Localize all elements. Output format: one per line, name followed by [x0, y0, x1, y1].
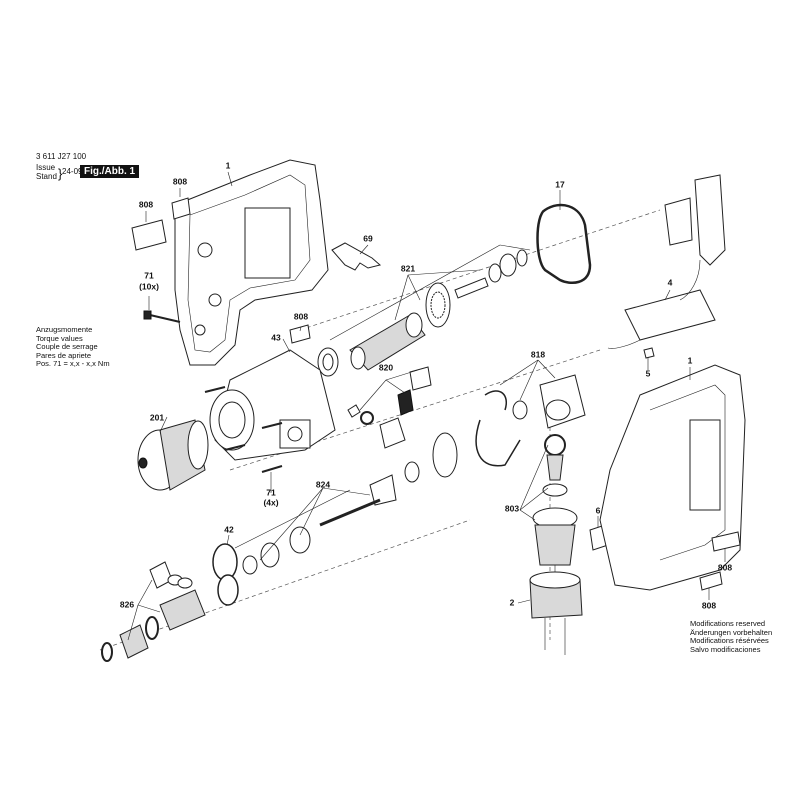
callout-5: 5 [645, 368, 651, 379]
figure-tag: Fig./Abb. 1 [80, 165, 140, 178]
modifications-line: Änderungen vorbehalten [690, 627, 773, 637]
leader-lines [127, 171, 726, 641]
output-shaft-group-824 [234, 432, 458, 575]
gear-housing-43 [209, 349, 336, 461]
torque-line: Couple de serrage [36, 342, 98, 351]
armature-803 [532, 434, 578, 600]
callout-42: 42 [224, 524, 234, 535]
screws-71-bottom [204, 386, 283, 473]
torque-line: Pares de apriete [36, 350, 92, 360]
callout-808: 808 [701, 600, 717, 611]
modifications-note: Modifications reserved Änderungen vorbeh… [690, 619, 773, 654]
callout-818: 818 [530, 349, 546, 360]
stator-2 [529, 571, 583, 655]
callout-71-qty: (10x) [139, 281, 159, 292]
part-number: 3 611 J27 100 [36, 152, 87, 161]
bearing-group-818 [484, 374, 586, 429]
cable-clip-5 [643, 347, 655, 359]
callout-71: 71 [266, 487, 276, 498]
callout-820: 820 [378, 362, 394, 373]
switch-module-4 [607, 174, 726, 349]
callout-69: 69 [363, 233, 373, 244]
callout-71-qty: (4x) [263, 497, 279, 508]
keyless-chuck-201 [137, 419, 209, 491]
spring-arc [475, 419, 521, 467]
name-plate-808-e [699, 571, 723, 591]
screw-71-top [143, 310, 181, 323]
callout-6: 6 [595, 505, 601, 516]
callout-1-right: 1 [687, 355, 693, 366]
gasket-17 [536, 203, 592, 284]
modifications-line: Modifications reserved [690, 619, 766, 628]
callout-17: 17 [555, 179, 565, 190]
callout-808: 808 [293, 311, 309, 322]
selector-group-820 [347, 366, 432, 449]
callout-824: 824 [315, 479, 331, 490]
housing-half-left [174, 159, 329, 366]
housing-assembled-right [599, 364, 746, 591]
callout-826: 826 [119, 599, 135, 610]
callout-2: 2 [509, 597, 515, 608]
callout-821: 821 [400, 263, 416, 274]
gear-shaft-assembly-821 [317, 244, 531, 377]
callout-71: 71 [144, 270, 154, 281]
modifications-line: Modifications résérvées [690, 636, 769, 646]
callout-4: 4 [667, 277, 673, 288]
name-plate-808-b [171, 197, 191, 220]
name-plate-808-d [711, 531, 741, 552]
stand-label: Stand [36, 172, 57, 181]
issue-brace: } [58, 166, 63, 181]
callout-808: 808 [717, 562, 733, 573]
name-plate-808-a [131, 219, 167, 251]
name-plate-808-c [289, 324, 311, 344]
callout-1-housing: 1 [225, 160, 231, 171]
torque-note: Anzugsmomente Torque values Couple de se… [36, 325, 110, 369]
callout-201: 201 [149, 412, 165, 423]
piston-group-826 [101, 561, 206, 662]
callout-808: 808 [138, 199, 154, 210]
assembly-axis-lower [99, 519, 471, 651]
issue-date: 24-09-11 [62, 167, 94, 176]
callout-808: 808 [172, 176, 188, 187]
callout-803: 803 [504, 503, 520, 514]
clip-69 [331, 242, 382, 271]
callout-43: 43 [271, 332, 281, 343]
torque-line: Torque values [36, 333, 83, 343]
torque-line: Anzugsmomente [36, 325, 93, 334]
modifications-line: Salvo modificaciones [690, 644, 761, 654]
ring-group-42 [212, 543, 239, 606]
torque-line: Pos. 71 = x,x - x,x Nm [36, 359, 110, 368]
issue-label: Issue [36, 163, 56, 172]
